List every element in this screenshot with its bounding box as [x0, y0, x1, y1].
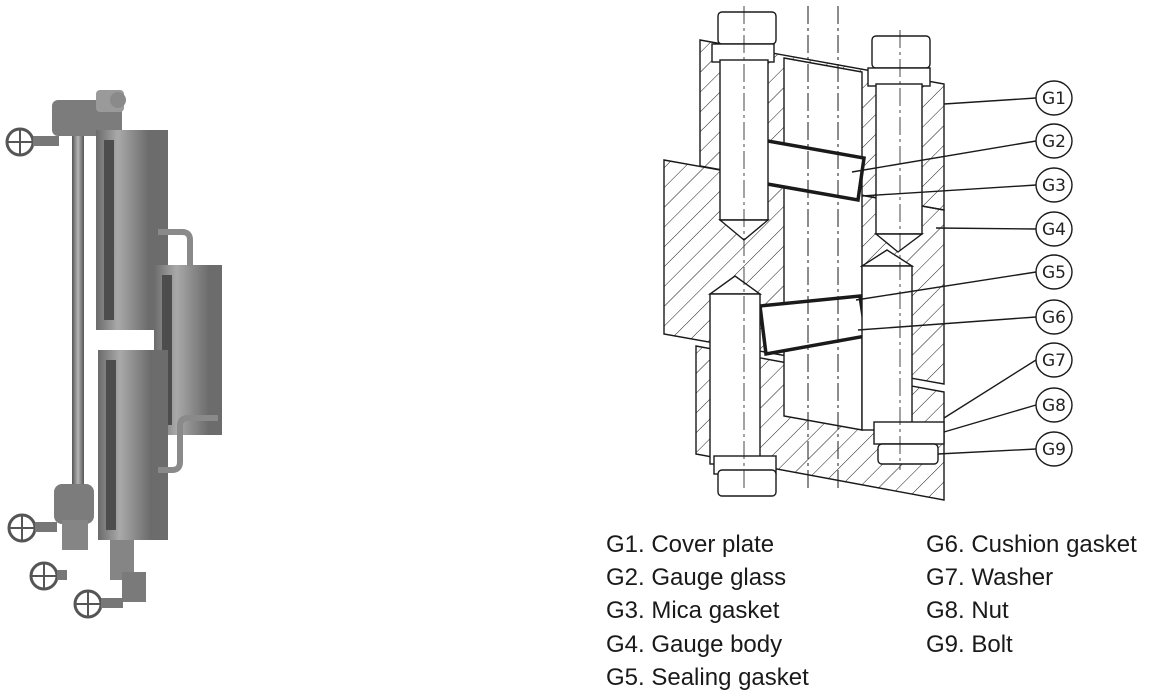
bottom-manifold [54, 484, 94, 524]
legend-right-column: G6. Cushion gasket G7. Washer G8. Nut G9… [926, 528, 1137, 661]
handwheel-bottom-1 [7, 513, 57, 543]
callout-g4: G4 [1035, 211, 1073, 247]
callout-g9: G9 [1035, 431, 1073, 467]
handwheel-top [5, 127, 59, 157]
main-pipe [72, 130, 84, 530]
callout-g5: G5 [1035, 254, 1073, 290]
callout-g2: G2 [1035, 123, 1073, 159]
callout-g6: G6 [1035, 299, 1073, 335]
legend-item-g9: G9. Bolt [926, 630, 1013, 658]
legend-item-g7: G7. Washer [926, 564, 1054, 592]
legend-item-g3: G3. Mica gasket [606, 597, 780, 625]
callout-g3: G3 [1035, 167, 1073, 203]
bolt-bottom-left [707, 275, 777, 497]
level-gauge-assembly [5, 90, 222, 619]
bolt-bottom-right [859, 249, 945, 465]
svg-text:G9: G9 [1042, 440, 1066, 460]
svg-text:G4: G4 [1042, 220, 1066, 240]
cross-section-drawing [663, 6, 1037, 501]
callout-g1: G1 [1035, 80, 1073, 116]
bolt-top-right [867, 35, 931, 253]
svg-text:G5: G5 [1042, 263, 1066, 283]
svg-text:G6: G6 [1042, 308, 1066, 328]
legend-item-g6: G6. Cushion gasket [926, 531, 1137, 558]
legend-item-g5: G5. Sealing gasket [606, 663, 809, 691]
handwheel-bottom-2 [29, 561, 67, 591]
legend-item-g4: G4. Gauge body [606, 630, 783, 658]
callout-g7: G7 [1035, 342, 1073, 378]
svg-text:G7: G7 [1042, 351, 1066, 371]
svg-text:G3: G3 [1042, 176, 1066, 196]
callout-g8: G8 [1035, 387, 1073, 423]
svg-text:G1: G1 [1042, 89, 1066, 109]
callouts: G1 G2 G3 G4 G5 G6 G7 G8 G9 [1035, 80, 1073, 467]
legend-item-g2: G2. Gauge glass [606, 564, 787, 592]
legend-left-column: G1. Cover plate G2. Gauge glass G3. Mica… [606, 528, 809, 694]
legend-item-g8: G8. Nut [926, 597, 1009, 625]
svg-text:G2: G2 [1042, 132, 1066, 152]
handwheel-bottom-3 [73, 589, 123, 619]
svg-text:G8: G8 [1042, 396, 1066, 416]
legend-item-g1: G1. Cover plate [606, 531, 775, 558]
